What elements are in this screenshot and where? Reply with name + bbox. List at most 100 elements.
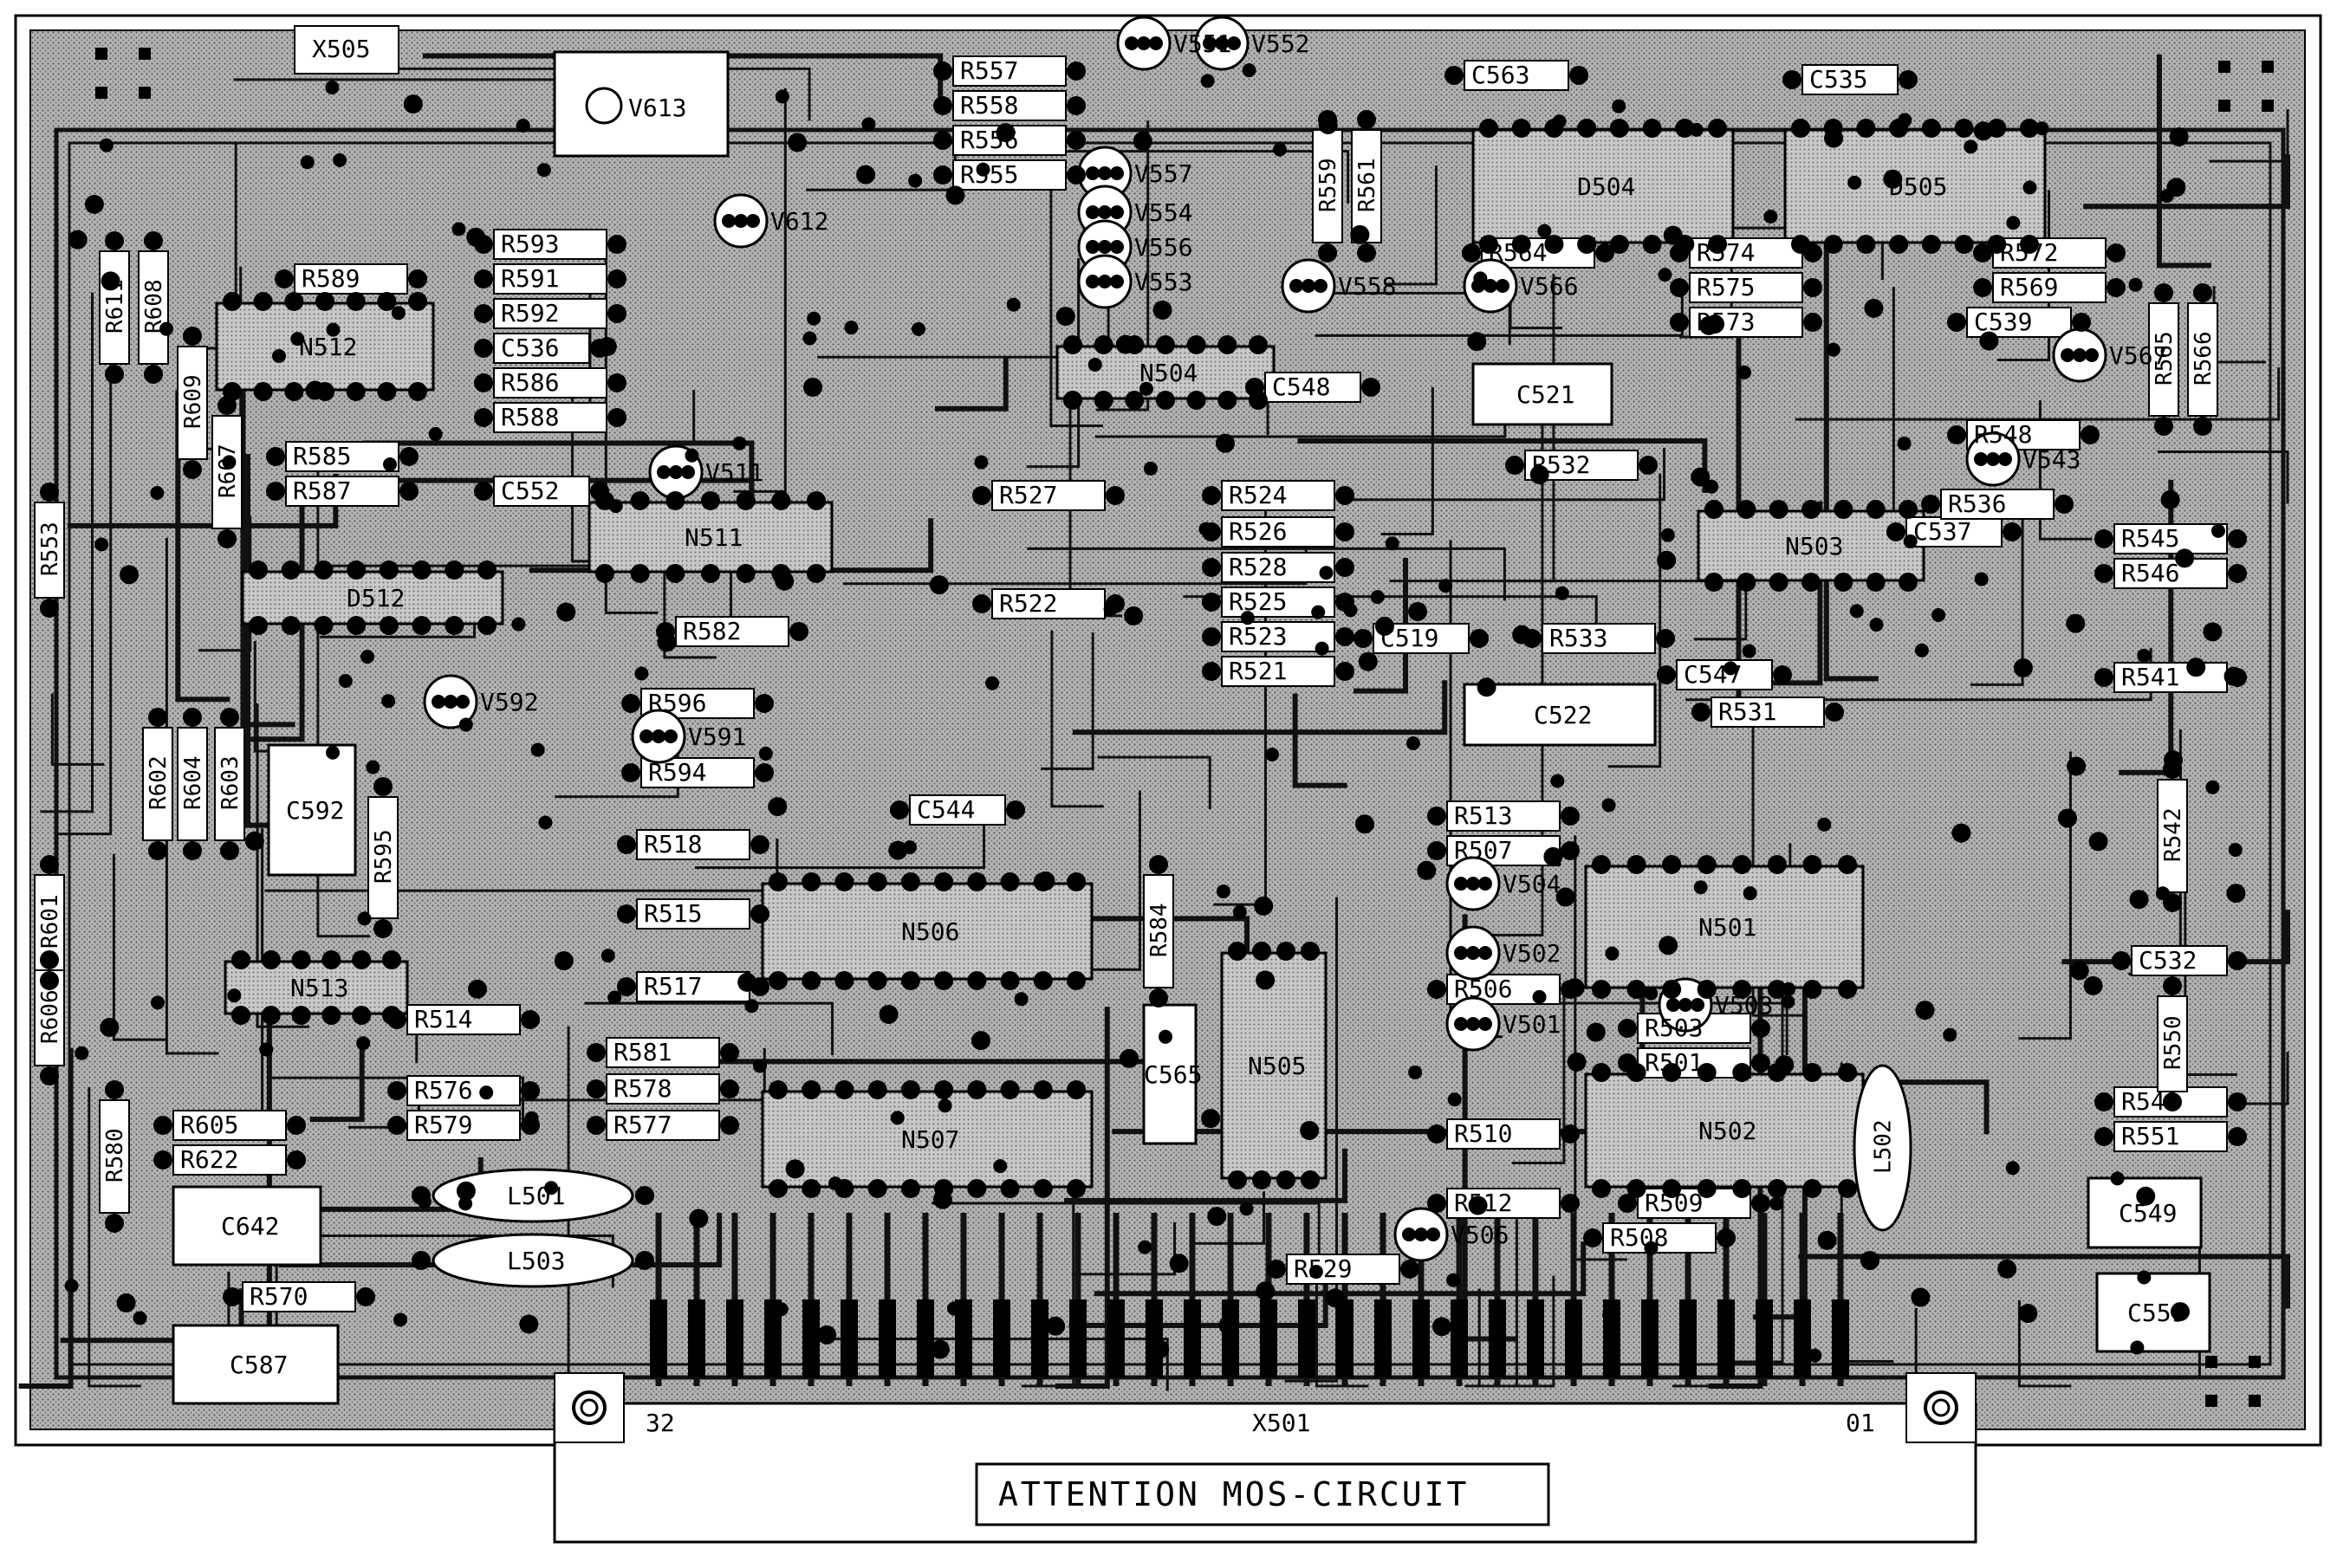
label-r565: R565	[2152, 331, 2178, 386]
component-r510	[1446, 1118, 1561, 1150]
label-v557: V557	[1134, 159, 1192, 188]
label-d504: D504	[1577, 172, 1635, 201]
component-r570	[242, 1281, 356, 1312]
component-c559	[2095, 1272, 2211, 1353]
label-n502: N502	[1698, 1117, 1756, 1145]
component-d512	[241, 570, 504, 625]
label-r573: R573	[1697, 308, 1755, 336]
component-r575	[1689, 272, 1803, 303]
label-c563: C563	[1471, 61, 1529, 89]
label-c565: C565	[1144, 1060, 1202, 1089]
component-r515	[636, 898, 750, 930]
label-c539: C539	[1974, 308, 2032, 336]
component-r576	[406, 1075, 521, 1106]
label-r509: R509	[1645, 1189, 1703, 1217]
component-c544	[909, 794, 1006, 826]
label-n503: N503	[1785, 532, 1843, 560]
component-r581	[606, 1037, 720, 1068]
warning-box: ATTENTION MOS-CIRCUIT	[975, 1462, 1550, 1526]
label-v612: V612	[770, 207, 828, 236]
component-c563	[1464, 60, 1569, 91]
component-n513	[224, 960, 409, 1015]
label-n507: N507	[901, 1125, 959, 1154]
label-v502: V502	[1503, 939, 1561, 968]
label-r533: R533	[1549, 624, 1607, 652]
label-r564: R564	[1489, 238, 1547, 267]
component-r513	[1446, 800, 1561, 832]
component-r555	[952, 159, 1067, 191]
solder-pads	[40, 36, 2247, 1377]
component-c592	[267, 743, 357, 877]
component-r501	[1637, 1047, 1751, 1079]
component-r527	[991, 480, 1106, 511]
pin-label-right: 01	[1846, 1409, 1875, 1437]
label-c544: C544	[917, 795, 975, 824]
label-r585: R585	[293, 442, 351, 470]
label-n505: N505	[1248, 1052, 1306, 1080]
component-r551	[2113, 1121, 2228, 1152]
label-r596: R596	[648, 689, 706, 717]
voltage-regulator: V613	[553, 50, 730, 158]
label-r581: R581	[613, 1038, 672, 1066]
mounting-hole-left	[554, 1372, 625, 1443]
component-r545	[2113, 523, 2228, 554]
label-n512: N512	[299, 333, 357, 361]
label-r570: R570	[250, 1282, 308, 1311]
component-r586	[493, 367, 607, 398]
regulator-label: V613	[628, 94, 686, 122]
label-v504: V504	[1503, 870, 1561, 898]
label-r549: R549	[2121, 1087, 2179, 1116]
label-n513: N513	[290, 974, 348, 1002]
component-r588	[493, 402, 607, 433]
component-n502	[1584, 1072, 1865, 1189]
label-r606: R606	[37, 989, 63, 1044]
component-r582	[675, 616, 789, 647]
label-r527: R527	[999, 481, 1057, 509]
label-n511: N511	[685, 523, 743, 552]
label-r579: R579	[414, 1111, 472, 1139]
label-r601: R601	[37, 894, 63, 949]
mounting-hole-right	[1905, 1372, 1977, 1443]
label-c532: C532	[2139, 946, 2197, 975]
label-r503: R503	[1645, 1014, 1703, 1042]
label-r518: R518	[644, 830, 702, 859]
component-r605	[172, 1110, 287, 1141]
label-r517: R517	[644, 972, 702, 1001]
label-r608: R608	[141, 279, 167, 334]
label-c642: C642	[221, 1212, 279, 1241]
label-r514: R514	[414, 1005, 472, 1033]
component-r589	[294, 263, 408, 295]
edge-connector-label: X501	[1252, 1409, 1310, 1437]
label-r546: R546	[2121, 559, 2179, 587]
component-c587	[172, 1324, 340, 1405]
label-v553: V553	[1134, 268, 1192, 296]
label-v501: V501	[1503, 1010, 1561, 1039]
label-v554: V554	[1134, 198, 1192, 227]
label-c548: C548	[1272, 373, 1330, 401]
label-c521: C521	[1516, 380, 1574, 409]
label-r541: R541	[2121, 663, 2179, 691]
label-r506: R506	[1454, 975, 1512, 1003]
component-r553	[34, 502, 65, 599]
label-r561: R561	[1354, 158, 1380, 212]
component-r531	[1711, 697, 1825, 728]
label-c547: C547	[1684, 660, 1742, 689]
label-v558: V558	[1338, 272, 1396, 301]
component-r565	[2148, 302, 2179, 417]
label-c522: C522	[1534, 701, 1592, 729]
component-l501	[432, 1168, 634, 1223]
label-c559: C559	[2127, 1299, 2185, 1327]
component-c539	[1966, 307, 2072, 338]
component-c521	[1471, 362, 1613, 426]
label-r556: R556	[960, 126, 1018, 154]
component-r587	[285, 476, 399, 507]
label-v591: V591	[688, 722, 746, 751]
label-c549: C549	[2119, 1199, 2177, 1228]
top-connector-label: X505	[312, 35, 370, 63]
component-r622	[172, 1144, 287, 1176]
label-r550: R550	[2160, 1015, 2186, 1070]
label-r531: R531	[1718, 697, 1776, 726]
label-r572: R572	[2000, 238, 2058, 267]
label-r558: R558	[960, 91, 1018, 120]
